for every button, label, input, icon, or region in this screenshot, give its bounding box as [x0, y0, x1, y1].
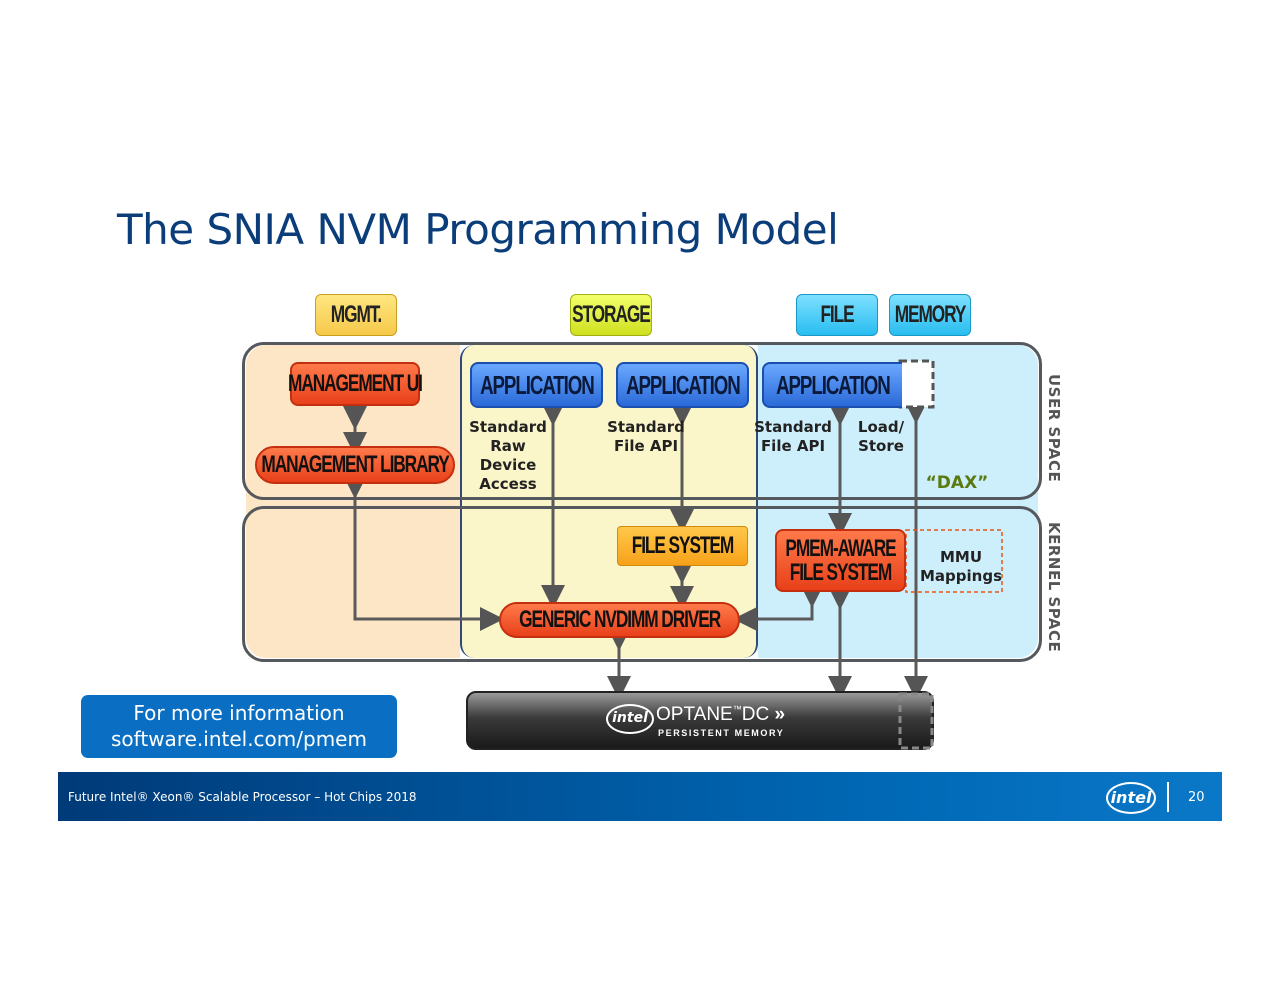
arrow-library-driver — [343, 475, 504, 631]
application-memory-box: APPLICATION — [762, 362, 902, 408]
kernel-space-panel — [242, 506, 1042, 662]
memory-category: MEMORY — [889, 294, 971, 336]
footer-bar — [58, 772, 1222, 821]
optane-intel-logo: intel — [606, 704, 654, 734]
more-info-box[interactable]: For more information software.intel.com/… — [81, 695, 397, 758]
management-ui-box: MANAGEMENT UI — [288, 362, 423, 406]
optane-product-name: OPTANE™DC » — [656, 704, 786, 725]
dax-label: “DAX” — [925, 473, 989, 493]
chevron-icon: » — [769, 704, 786, 725]
slide-title: The SNIA NVM Programming Model — [117, 205, 839, 254]
application-storage-box: APPLICATION — [470, 362, 603, 408]
user-space-label: USER SPACE — [1045, 374, 1063, 483]
footer-intel-logo: intel — [1106, 782, 1156, 814]
optane-subtitle: PERSISTENT MEMORY — [658, 728, 785, 738]
mgmt-category: MGMT. — [315, 294, 397, 336]
app-memory-window — [898, 359, 935, 409]
footer-text: Future Intel® Xeon® Scalable Processor –… — [68, 790, 417, 804]
page-number: 20 — [1188, 790, 1205, 805]
more-info-link[interactable]: software.intel.com/pmem — [111, 727, 367, 751]
more-info-line: For more information — [133, 701, 345, 725]
management-library-box: MANAGEMENT LIBRARY — [255, 446, 455, 484]
mmu-mappings-region — [905, 529, 1003, 593]
file-system-box: FILE SYSTEM — [617, 526, 748, 566]
application-file-box: APPLICATION — [616, 362, 749, 408]
storage-category: STORAGE — [570, 294, 652, 336]
nvdimm-driver-box: GENERIC NVDIMM DRIVER — [499, 602, 740, 638]
optane-memory-window — [898, 692, 934, 750]
optane-logo: intel OPTANE™DC » PERSISTENT MEMORY — [606, 702, 806, 742]
load-store-label: Load/Store — [857, 418, 905, 455]
user-space-panel — [242, 342, 1042, 500]
optane-module — [466, 691, 934, 750]
file-category: FILE — [796, 294, 878, 336]
footer-divider — [1167, 782, 1169, 812]
arrow-pmemfs-driver — [733, 584, 824, 631]
kernel-space-label: KERNEL SPACE — [1045, 522, 1063, 653]
